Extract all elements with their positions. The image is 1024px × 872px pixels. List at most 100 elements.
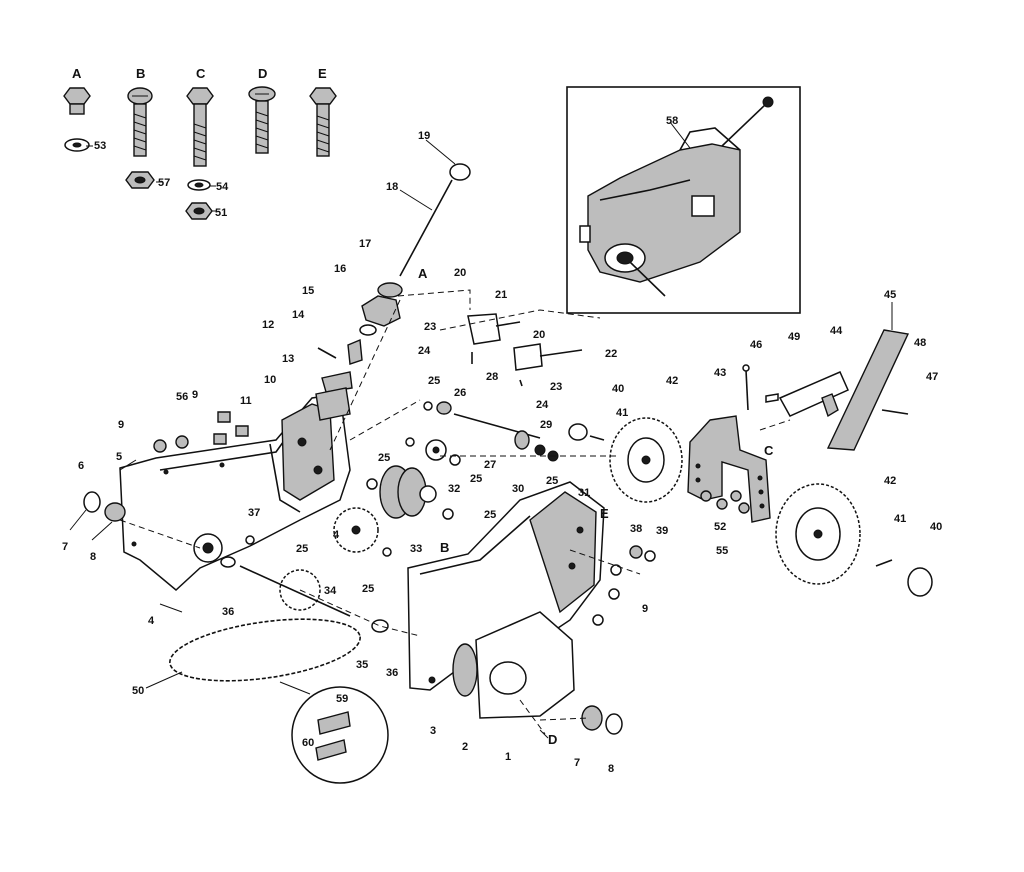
part-label-42b: 42 [884,475,896,487]
part-label-50: 50 [132,685,144,697]
part-label-9c: 9 [642,603,648,615]
part-label-22: 22 [605,348,617,360]
part-label-8a: 8 [90,551,96,563]
part-label-24a: 24 [418,345,431,357]
part-label-9a: 9 [118,419,124,431]
part-label-20b: 20 [533,329,545,341]
depth-bracket [687,329,910,523]
left-housing [119,393,351,591]
part-label-36a: 36 [222,606,234,618]
shift-lever [315,163,471,421]
part-label-17: 17 [359,238,371,250]
part-label-14: 14 [292,309,305,321]
bolt-b-icon [125,87,155,189]
part-label-55: 55 [716,545,728,557]
part-label-25c: 25 [470,473,482,485]
part-label-7b: 7 [574,757,580,769]
part-label-41b: 41 [894,513,906,525]
part-label-54: 54 [216,181,229,193]
part-label-36b: 36 [386,667,398,679]
part-label-25a: 25 [428,375,440,387]
part-label-25f: 25 [362,583,374,595]
part-label-49: 49 [788,331,800,343]
part-label-13: 13 [282,353,294,365]
part-label-5: 5 [116,451,122,463]
part-label-30: 30 [512,483,524,495]
part-label-19: 19 [418,130,430,142]
part-label-15: 15 [302,285,314,297]
part-label-34: 34 [324,585,337,597]
bolt-c-icon [185,87,214,220]
part-label-35: 35 [356,659,368,671]
ref-letter-e: E [600,506,609,521]
shaft-and-gears [366,401,559,557]
part-label-38: 38 [630,523,642,535]
part-label-25b: 25 [378,452,390,464]
shift-forks [467,313,583,387]
part-label-44: 44 [830,325,843,337]
fastener-letter-b: B [136,66,145,81]
wheels [568,417,933,597]
assembly-inset [566,86,801,314]
part-label-28: 28 [486,371,498,383]
sprockets-and-chain [169,507,389,784]
part-label-18: 18 [386,181,398,193]
part-label-12: 12 [262,319,274,331]
part-label-58: 58 [666,115,678,127]
part-label-60: 60 [302,737,314,749]
part-label-41a: 41 [616,407,628,419]
part-label-25d: 25 [484,509,496,521]
fastener-legend: A B C D E [63,66,337,220]
fastener-letter-d: D [258,66,267,81]
bolt-a-icon [63,87,91,152]
part-label-21: 21 [495,289,507,301]
part-label-2: 2 [462,741,468,753]
part-label-59: 59 [336,693,348,705]
part-label-45: 45 [884,289,896,301]
part-label-29: 29 [540,419,552,431]
part-label-46: 46 [750,339,762,351]
part-label-52: 52 [714,521,726,533]
fastener-letter-c: C [196,66,206,81]
part-label-51: 51 [215,207,227,219]
bolt-e-icon [309,87,337,157]
part-label-40a: 40 [612,383,624,395]
part-label-23a: 23 [424,321,436,333]
part-label-53: 53 [94,140,106,152]
part-label-25e: 25 [296,543,308,555]
part-label-10: 10 [264,374,276,386]
part-label-57: 57 [158,177,170,189]
part-label-9b: 9 [192,389,198,401]
part-label-48: 48 [914,337,926,349]
part-label-11: 11 [240,395,252,407]
part-label-25g: 25 [546,475,558,487]
part-label-8b: 8 [608,763,614,775]
part-label-37: 37 [248,507,260,519]
ref-letter-c: C [764,443,774,458]
part-label-47: 47 [926,371,938,383]
part-label-27: 27 [484,459,496,471]
part-label-33: 33 [410,543,422,555]
part-label-4b: 4 [333,529,340,541]
part-label-43: 43 [714,367,726,379]
part-label-39: 39 [656,525,668,537]
part-label-42a: 42 [666,375,678,387]
part-label-32: 32 [448,483,460,495]
part-label-4a: 4 [148,615,155,627]
small-parts [83,411,656,735]
leader-lines [69,121,893,739]
alignment-lines [119,289,791,735]
ref-letter-b: B [440,540,449,555]
fastener-letter-a: A [72,66,82,81]
part-label-24b: 24 [536,399,549,411]
part-label-7a: 7 [62,541,68,553]
part-label-6: 6 [78,460,84,472]
part-label-16: 16 [334,263,346,275]
part-labels: 1 2 3 4 4 5 6 7 7 8 8 9 9 9 10 11 12 13 … [62,115,942,775]
reference-letters: A B C D E [418,266,774,747]
fastener-letter-e: E [318,66,327,81]
part-label-23b: 23 [550,381,562,393]
bolt-d-icon [248,86,276,154]
part-label-3: 3 [430,725,436,737]
